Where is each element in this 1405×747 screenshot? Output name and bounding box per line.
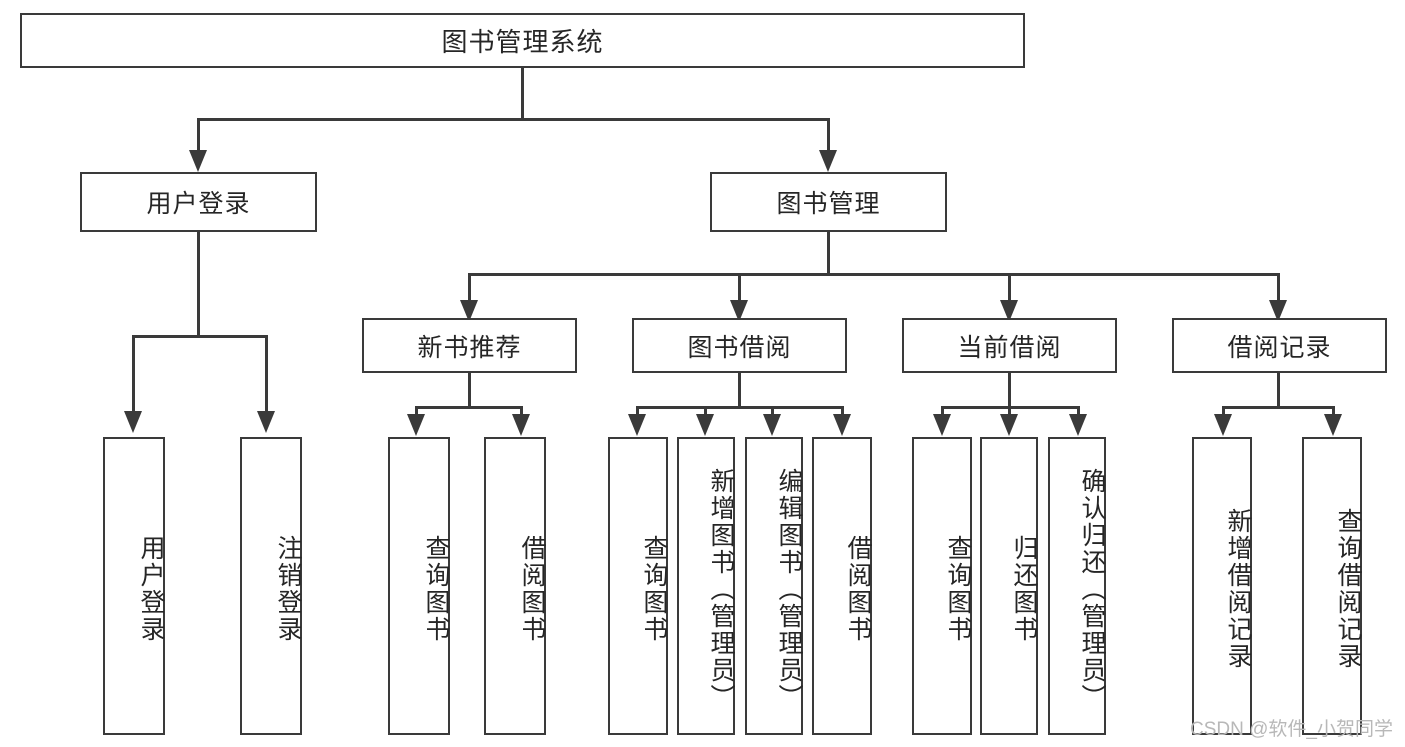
connector-borrow-record-bar	[1222, 406, 1335, 409]
arrowhead-new-book-recommend	[460, 300, 478, 322]
node-label: 确认归还（管理员）	[1078, 467, 1106, 711]
node-borrow-record[interactable]: 借阅记录	[1172, 318, 1387, 373]
connector-drop-book-management	[827, 118, 830, 154]
connector-drop-book-borrow	[738, 273, 741, 305]
connector-book-borrow-stem	[738, 373, 741, 406]
node-label: 用户登录	[137, 535, 165, 643]
connector-drop-leaf-add-record	[1222, 406, 1225, 418]
node-book-borrow[interactable]: 图书借阅	[632, 318, 847, 373]
node-user-login[interactable]: 用户登录	[80, 172, 317, 232]
node-label: 用户登录	[146, 190, 251, 218]
node-label: 查询借阅记录	[1334, 508, 1362, 670]
node-leaf-confirm-return[interactable]: 确认归还（管理员）	[1048, 437, 1106, 735]
node-label: 图书管理系统	[441, 27, 604, 57]
connector-drop-leaf-edit-book	[771, 406, 774, 418]
connector-drop-new-book-recommend	[468, 273, 471, 305]
arrowhead-leaf-logout-login	[257, 411, 275, 433]
arrowhead-leaf-borrow-book-1	[512, 414, 530, 436]
arrowhead-book-borrow	[730, 300, 748, 322]
node-leaf-add-record[interactable]: 新增借阅记录	[1192, 437, 1252, 735]
node-label: 图书借阅	[687, 333, 792, 362]
node-leaf-user-login[interactable]: 用户登录	[103, 437, 165, 735]
connector-drop-leaf-borrow-book-2	[841, 406, 844, 418]
connector-drop-leaf-return-book	[1008, 406, 1011, 418]
arrowhead-leaf-confirm-return	[1069, 414, 1087, 436]
node-leaf-query-record[interactable]: 查询借阅记录	[1302, 437, 1362, 735]
connector-drop-borrow-record	[1277, 273, 1280, 305]
arrowhead-leaf-query-record	[1324, 414, 1342, 436]
connector-drop-leaf-logout-login	[265, 335, 268, 415]
connector-drop-leaf-add-book	[704, 406, 707, 418]
node-label: 编辑图书（管理员）	[775, 467, 803, 711]
node-current-borrow[interactable]: 当前借阅	[902, 318, 1117, 373]
arrowhead-leaf-borrow-book-2	[833, 414, 851, 436]
arrowhead-current-borrow	[1000, 300, 1018, 322]
node-label: 归还图书	[1010, 535, 1038, 643]
node-label: 借阅记录	[1227, 333, 1332, 362]
connector-drop-user-login	[197, 118, 200, 154]
arrowhead-book-management	[819, 150, 837, 172]
connector-drop-leaf-user-login	[132, 335, 135, 415]
node-book-management[interactable]: 图书管理	[710, 172, 947, 232]
node-root-book-management-system[interactable]: 图书管理系统	[20, 13, 1025, 68]
connector-current-borrow-stem	[1008, 373, 1011, 406]
arrowhead-leaf-query-book-3	[933, 414, 951, 436]
connector-new-book-recommend-bar	[415, 406, 523, 409]
connector-root-stem	[521, 68, 524, 118]
node-leaf-edit-book[interactable]: 编辑图书（管理员）	[745, 437, 803, 735]
node-label: 新书推荐	[417, 333, 522, 362]
connector-book-borrow-bar	[636, 406, 844, 409]
node-leaf-return-book[interactable]: 归还图书	[980, 437, 1038, 735]
node-label: 借阅图书	[518, 535, 546, 643]
node-leaf-borrow-book-2[interactable]: 借阅图书	[812, 437, 872, 735]
node-leaf-query-book-2[interactable]: 查询图书	[608, 437, 668, 735]
arrowhead-leaf-add-record	[1214, 414, 1232, 436]
node-label: 查询图书	[422, 535, 450, 643]
node-leaf-query-book-3[interactable]: 查询图书	[912, 437, 972, 735]
connector-drop-leaf-query-book-2	[636, 406, 639, 418]
node-label: 查询图书	[944, 535, 972, 643]
arrowhead-leaf-query-book-2	[628, 414, 646, 436]
csdn-watermark: CSDN @软件_小贺同学	[1190, 719, 1393, 740]
arrowhead-leaf-user-login	[124, 411, 142, 433]
node-label: 查询图书	[640, 535, 668, 643]
connector-drop-leaf-query-book-3	[941, 406, 944, 418]
connector-user-login-bar	[132, 335, 267, 338]
node-label: 新增图书（管理员）	[707, 467, 735, 711]
connector-level2-bar	[197, 118, 830, 121]
node-leaf-query-book-1[interactable]: 查询图书	[388, 437, 450, 735]
arrowhead-leaf-edit-book	[763, 414, 781, 436]
connector-borrow-record-stem	[1277, 373, 1280, 406]
arrowhead-leaf-add-book	[696, 414, 714, 436]
node-leaf-logout-login[interactable]: 注销登录	[240, 437, 302, 735]
connector-book-management-stem	[827, 232, 830, 273]
node-leaf-add-book[interactable]: 新增图书（管理员）	[677, 437, 735, 735]
node-leaf-borrow-book-1[interactable]: 借阅图书	[484, 437, 546, 735]
connector-drop-leaf-query-book-1	[415, 406, 418, 418]
arrowhead-leaf-return-book	[1000, 414, 1018, 436]
node-label: 借阅图书	[844, 535, 872, 643]
arrowhead-user-login	[189, 150, 207, 172]
connector-drop-leaf-confirm-return	[1077, 406, 1080, 418]
arrowhead-leaf-query-book-1	[407, 414, 425, 436]
node-label: 注销登录	[274, 535, 302, 643]
connector-new-book-recommend-stem	[468, 373, 471, 406]
connector-user-login-stem	[197, 232, 200, 335]
connector-drop-leaf-borrow-book-1	[520, 406, 523, 418]
node-new-book-recommend[interactable]: 新书推荐	[362, 318, 577, 373]
connector-level3-bar	[468, 273, 1280, 276]
node-label: 当前借阅	[957, 333, 1062, 362]
connector-drop-current-borrow	[1008, 273, 1011, 305]
node-label: 新增借阅记录	[1224, 508, 1252, 670]
node-label: 图书管理	[776, 190, 881, 218]
arrowhead-borrow-record	[1269, 300, 1287, 322]
connector-drop-leaf-query-record	[1332, 406, 1335, 418]
